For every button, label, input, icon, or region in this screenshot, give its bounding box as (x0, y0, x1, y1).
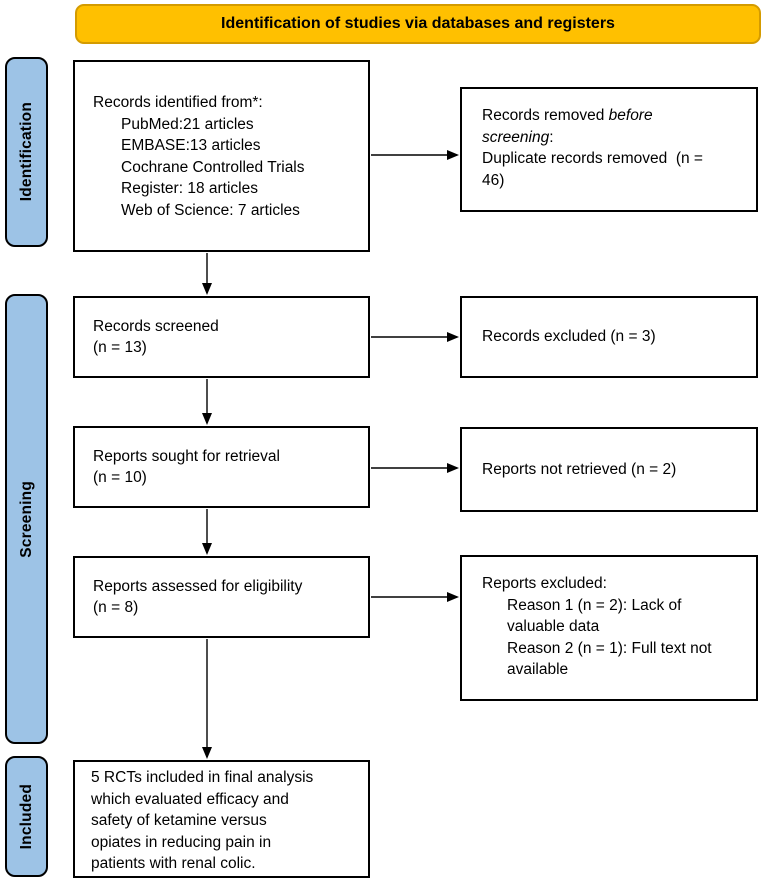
reason-line: Reason 2 (n = 1): Full text not (507, 639, 712, 657)
source-line: EMBASE:13 articles (121, 137, 261, 154)
stage-label-text: Identification (17, 102, 35, 202)
box-text: Records removed before screening: Duplic… (482, 105, 742, 191)
stage-label-text: Included (17, 783, 35, 850)
box-reports-not-retrieved: Reports not retrieved (n = 2) (460, 427, 758, 512)
box-text: Records excluded (n = 3) (482, 328, 656, 346)
box-records-removed: Records removed before screening: Duplic… (460, 87, 758, 212)
box-records-identified: Records identified from*: PubMed:21 arti… (73, 60, 370, 252)
box-text: 5 RCTs included in final analysis which … (91, 769, 314, 872)
box-text: Reports sought for retrieval (n = 10) (93, 447, 280, 487)
stage-label-text: Screening (17, 480, 35, 558)
reason-line: valuable data (507, 618, 600, 635)
box-records-excluded: Records excluded (n = 3) (460, 296, 758, 378)
box-text: Reports not retrieved (n = 2) (482, 460, 677, 478)
text-segment: : Duplicate records removed (n = 46) (482, 128, 703, 189)
source-line: Cochrane Controlled Trials (121, 158, 305, 176)
box-title: Reports excluded: (482, 575, 607, 592)
box-included-summary: 5 RCTs included in final analysis which … (73, 760, 370, 878)
reason-line: available (507, 661, 569, 678)
banner-label: Identification of studies via databases … (221, 15, 615, 32)
text-segment: Records removed (482, 107, 609, 124)
stage-label-screening: Screening (5, 294, 48, 744)
box-reports-excluded: Reports excluded: Reason 1 (n = 2): Lack… (460, 555, 758, 701)
box-text: Records screened (n = 13) (93, 317, 219, 357)
box-reports-sought: Reports sought for retrieval (n = 10) (73, 426, 370, 508)
text-segment-italic: before screening (482, 107, 653, 146)
box-title: Records identified from*: (93, 94, 263, 111)
source-line: Register: 18 articles (121, 180, 258, 197)
box-text: Reports assessed for eligibility (n = 8) (93, 577, 303, 617)
stage-label-identification: Identification (5, 57, 48, 247)
source-line: PubMed:21 articles (121, 115, 254, 133)
reason-line: Reason 1 (n = 2): Lack of (507, 596, 682, 614)
box-records-screened: Records screened (n = 13) (73, 296, 370, 378)
source-line: Web of Science: 7 articles (121, 201, 300, 219)
box-reports-assessed: Reports assessed for eligibility (n = 8) (73, 556, 370, 638)
stage-label-included: Included (5, 756, 48, 877)
banner: Identification of studies via databases … (75, 4, 761, 44)
